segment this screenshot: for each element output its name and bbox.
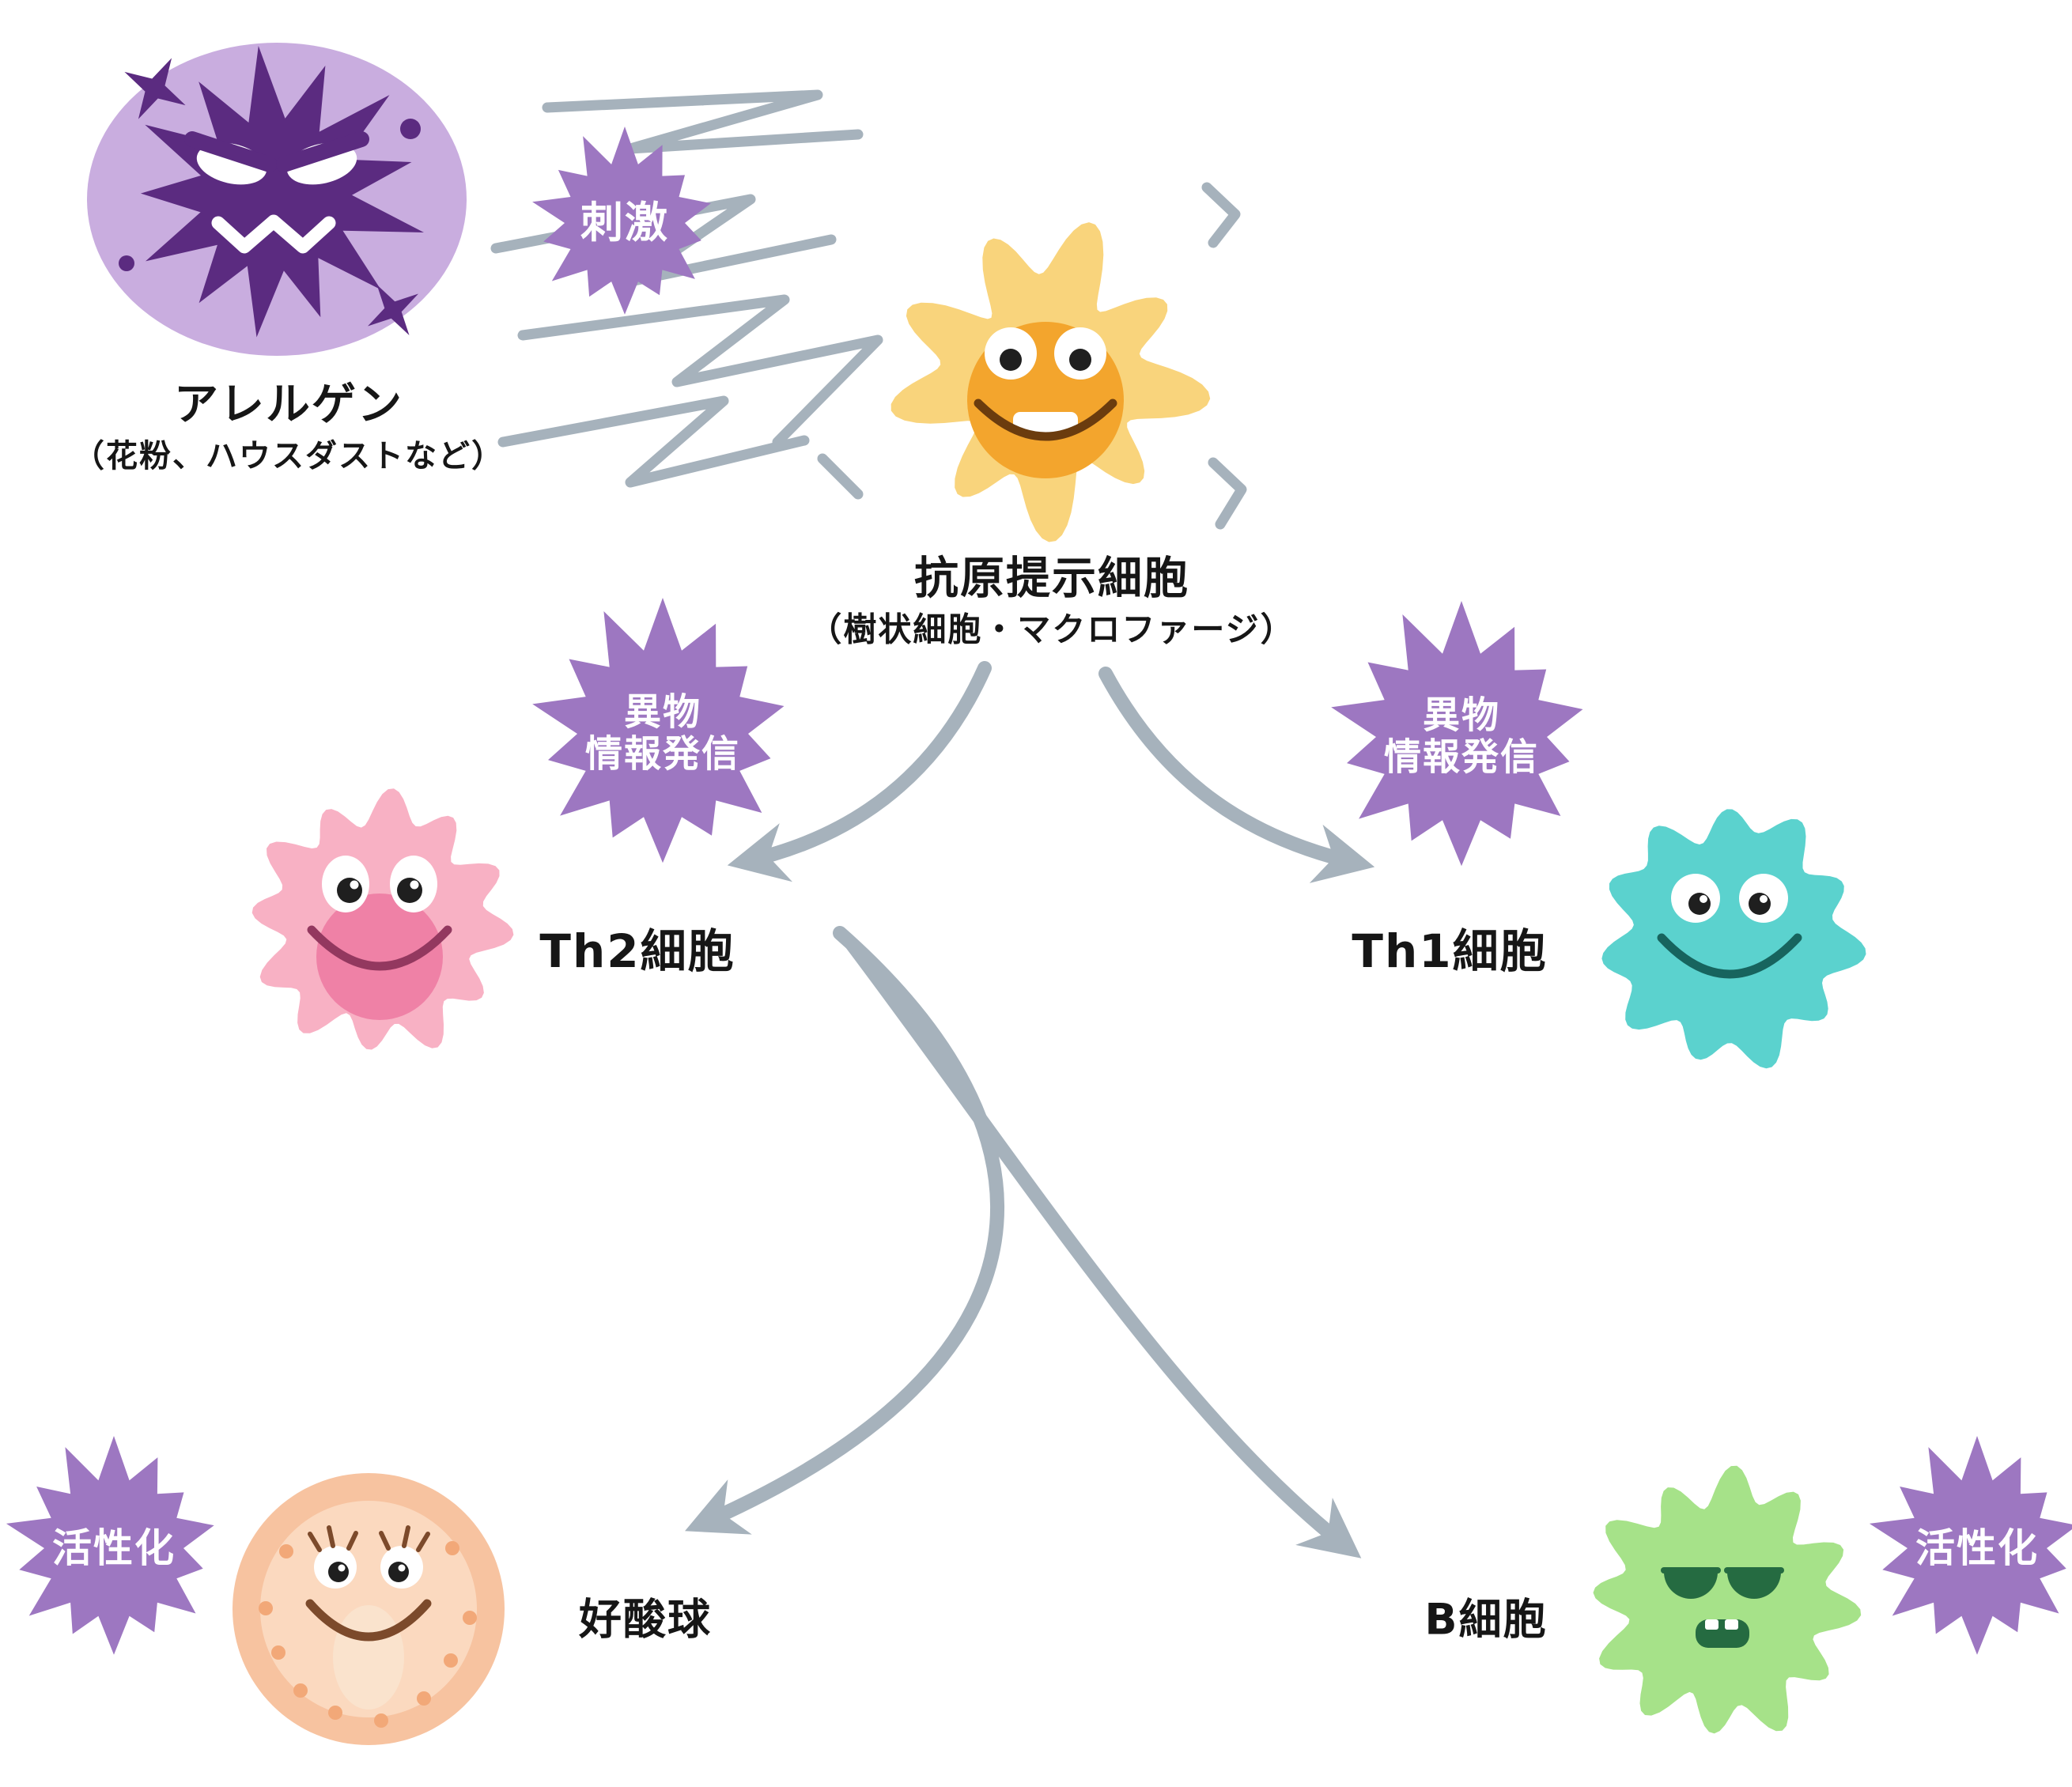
allergen-character	[87, 43, 467, 356]
bcell-label: B細胞	[1424, 1594, 1548, 1645]
spark-mark-icon	[1208, 457, 1247, 530]
bcell-tooth	[1705, 1619, 1718, 1630]
eosinophil-character	[233, 1473, 505, 1745]
flow-arrows	[685, 661, 1375, 1558]
th2-mouth-area	[316, 894, 443, 1020]
starburst-icon	[532, 598, 785, 863]
allergen-star	[140, 46, 424, 338]
info-badge-right-line2: 情報発信	[1384, 735, 1539, 779]
th1-body	[1601, 809, 1866, 1069]
eyelash	[379, 1531, 391, 1551]
granule-dot	[374, 1713, 388, 1728]
activation-badge-left-label: 活性化	[52, 1525, 176, 1571]
th2-label: Th2細胞	[539, 924, 735, 978]
bcell-eye	[1664, 1572, 1718, 1599]
granule-dot	[259, 1601, 273, 1615]
lightning-bolt-icon	[497, 395, 810, 488]
info-badge-left-line1: 異物	[624, 690, 701, 735]
allergen-sublabel: （花粉、ハウスダストなど）	[73, 438, 505, 474]
activation-badge-right: 活性化	[1858, 1430, 2072, 1667]
starburst-icon	[532, 127, 711, 315]
granule-dot	[271, 1645, 285, 1660]
info-badge-left: 異物 情報発信	[520, 591, 805, 876]
th1-mouth	[1657, 933, 1802, 979]
eosinophil-mouth	[305, 1599, 432, 1642]
allergen-mouth	[211, 214, 336, 254]
spark-mark-icon	[1201, 182, 1241, 248]
info-badge-right-line1: 異物	[1423, 693, 1500, 738]
allergen-label: アレルゲン	[174, 379, 403, 431]
eyelash	[308, 1532, 322, 1552]
sparkle-icon	[124, 58, 186, 119]
stimulus-badge-label: 刺激	[580, 197, 669, 247]
arrow-th2-to-eosinophil-icon	[685, 926, 1004, 1535]
th1-label: Th1細胞	[1352, 924, 1548, 978]
granule-dot	[445, 1541, 459, 1555]
starburst-icon	[1869, 1436, 2072, 1655]
info-badge-right: 異物 情報発信	[1319, 595, 1604, 879]
bcell-eye	[1727, 1572, 1781, 1599]
arrow-apc-to-th1-icon	[1098, 667, 1375, 883]
granule-dot	[293, 1683, 308, 1698]
starburst-icon	[1331, 601, 1583, 867]
apc-sublabel: （樹状細胞・マクロファージ）	[808, 610, 1295, 649]
apc-label: 抗原提示細胞	[914, 553, 1189, 605]
lightning-bolt-icon	[517, 294, 883, 448]
granule-dot	[444, 1653, 458, 1668]
eyelash	[402, 1525, 410, 1548]
eyelash	[346, 1531, 358, 1551]
starburst-icon	[6, 1436, 214, 1655]
granule-dot	[328, 1706, 342, 1720]
eyelash	[416, 1532, 430, 1552]
b-cell-character	[1593, 1465, 1862, 1734]
granule-dot	[279, 1544, 293, 1558]
apc-teeth	[1013, 412, 1078, 433]
stimulus-badge: 刺激	[522, 120, 728, 326]
lightning-bolt-icon	[542, 89, 864, 154]
activation-badge-right-label: 活性化	[1915, 1525, 2039, 1571]
th2-cell-character	[251, 788, 514, 1050]
bcell-body	[1593, 1465, 1862, 1734]
info-badge-left-line2: 情報発信	[585, 732, 740, 776]
apc-mouth	[974, 399, 1117, 441]
bcell-mouth	[1696, 1619, 1749, 1648]
apc-character	[890, 222, 1211, 542]
spark-mark-icon	[817, 453, 864, 500]
eosinophil-label: 好酸球	[579, 1594, 712, 1645]
th2-mouth	[307, 925, 452, 971]
sparkle-icon	[368, 285, 418, 335]
granule-dot	[463, 1611, 477, 1625]
eyelash	[327, 1525, 335, 1548]
granule-dot	[417, 1691, 431, 1706]
arrow-th2-to-bcell-icon	[845, 938, 1362, 1558]
bcell-tooth	[1725, 1619, 1738, 1630]
th1-cell-character	[1601, 809, 1866, 1069]
arrow-apc-to-th2-icon	[727, 661, 992, 882]
activation-badge-left: 活性化	[0, 1430, 233, 1667]
eosinophil-tongue	[333, 1605, 404, 1710]
